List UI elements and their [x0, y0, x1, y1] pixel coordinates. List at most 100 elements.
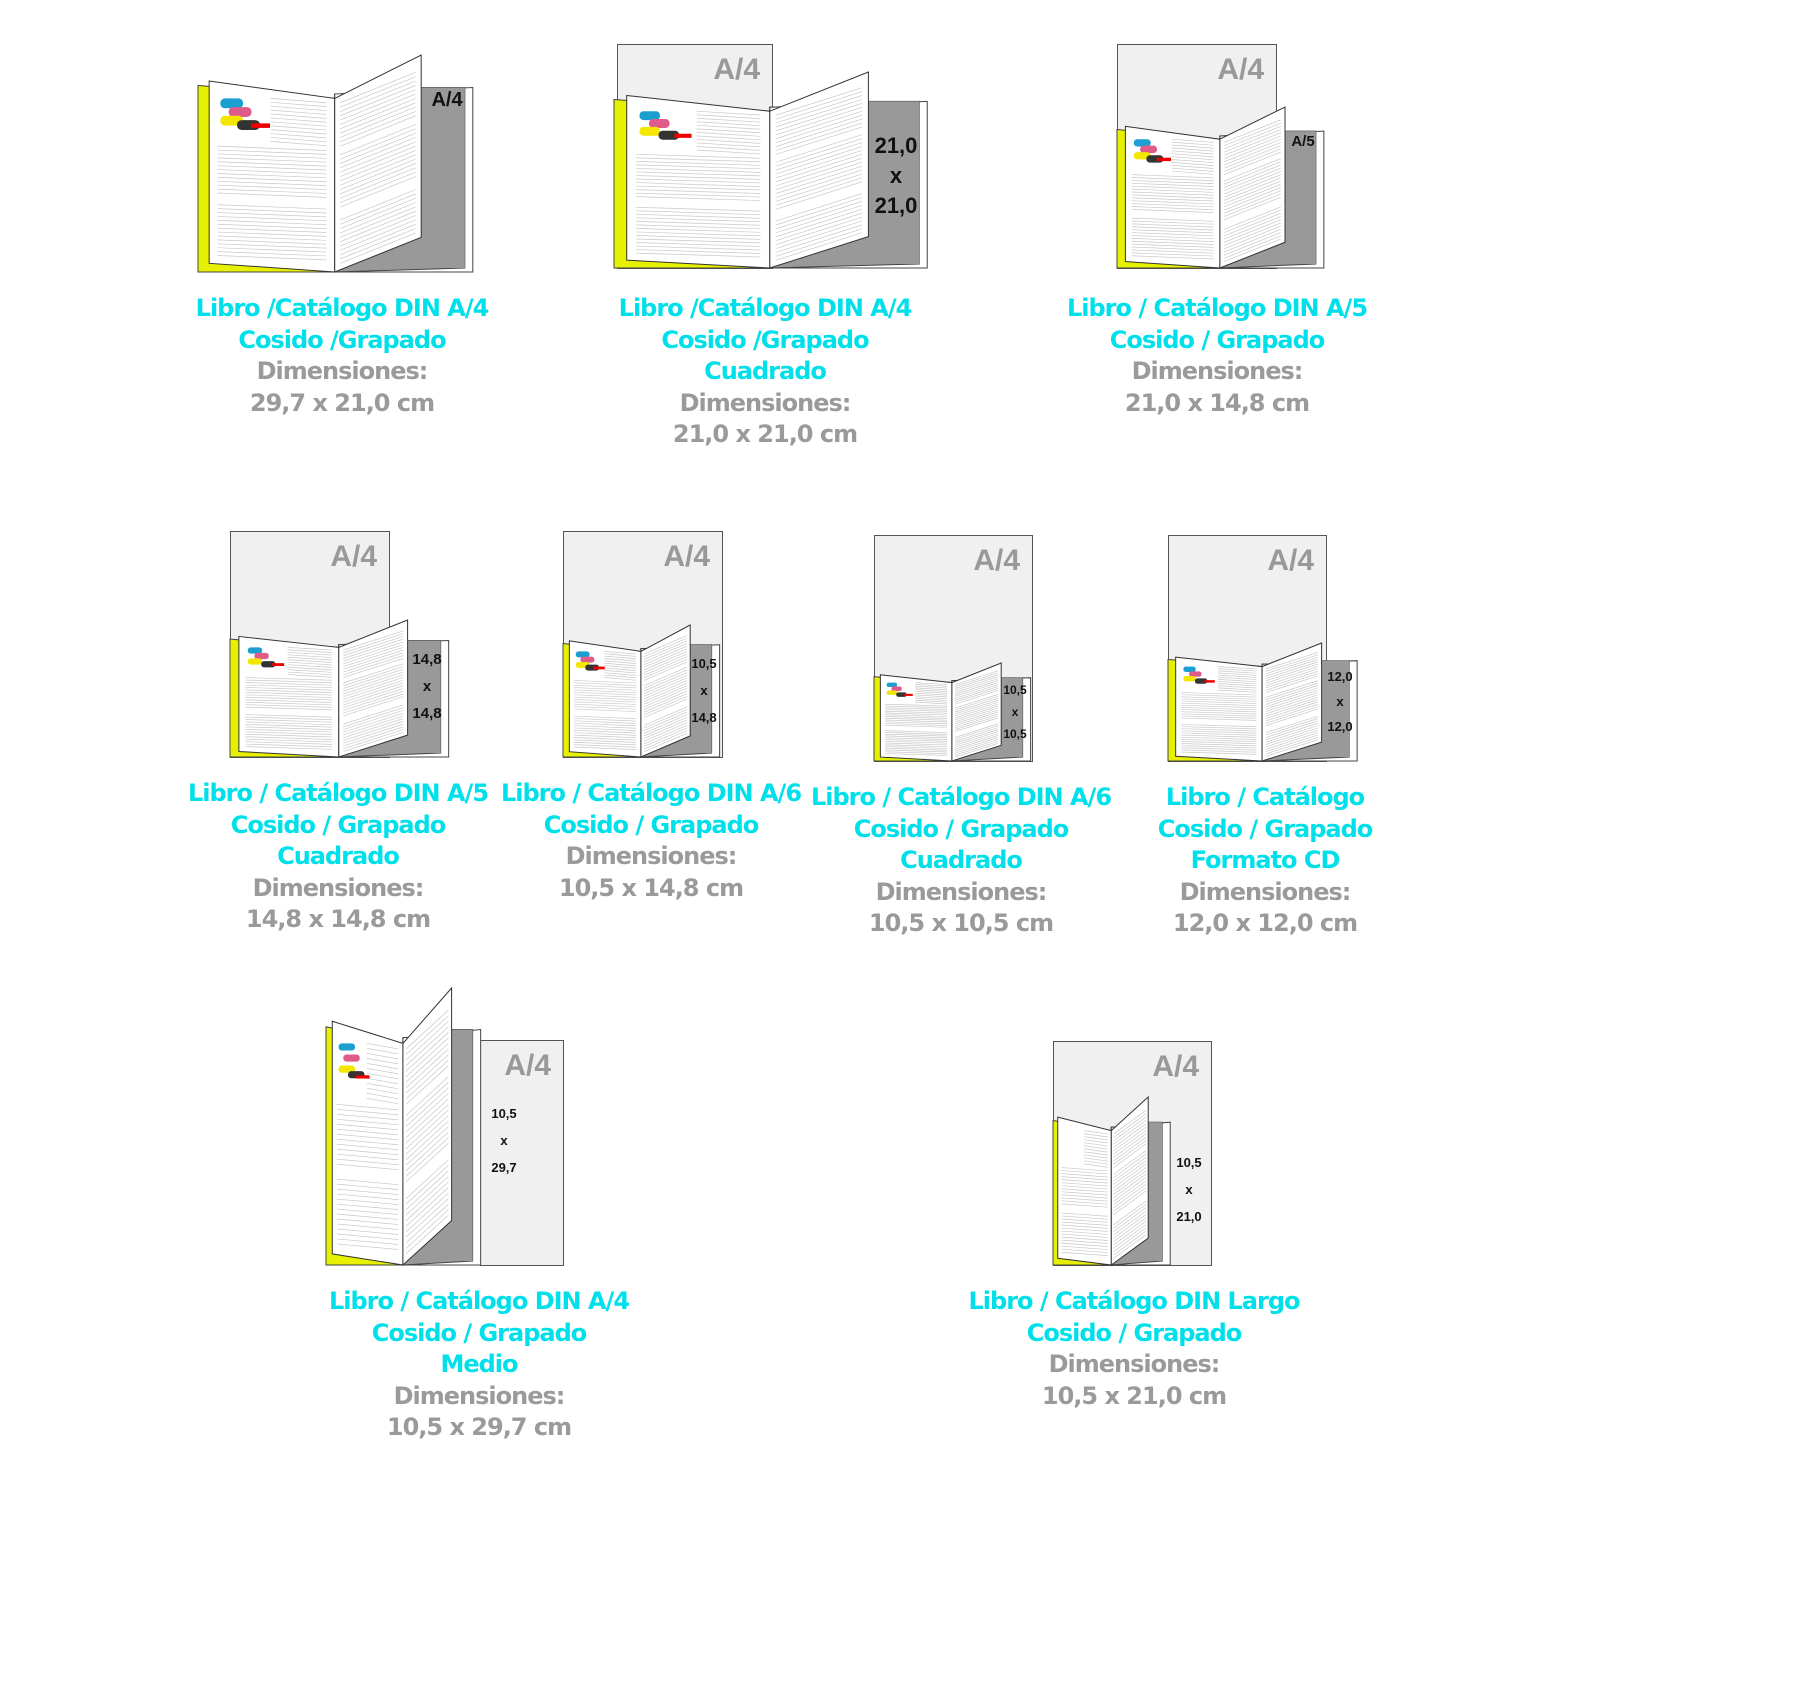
text-line — [405, 1120, 449, 1160]
product-title-line: Cosido / Grapado — [853, 814, 1070, 843]
logo-stripe — [355, 1075, 370, 1079]
text-line — [954, 729, 999, 744]
text-line — [696, 142, 761, 148]
back-cover-panel — [451, 1029, 473, 1261]
text-line — [340, 167, 416, 199]
text-line — [954, 707, 999, 723]
text-line — [1181, 747, 1257, 751]
back-cover-panel — [407, 640, 441, 753]
sheet-size-label: A/4 — [713, 53, 760, 86]
text-line — [1181, 732, 1257, 736]
dimensions-label: Dimensiones: — [256, 357, 429, 385]
text-line — [1265, 706, 1318, 724]
text-line — [643, 722, 688, 742]
text-line — [1131, 194, 1214, 199]
text-line — [1131, 180, 1214, 184]
text-line — [1113, 1113, 1147, 1138]
text-line — [1061, 1203, 1108, 1208]
text-line — [574, 706, 637, 710]
logo-roll — [1133, 139, 1151, 147]
text-line — [1181, 736, 1257, 740]
text-line — [954, 733, 999, 748]
text-line — [915, 699, 948, 703]
text-line — [340, 154, 416, 186]
text-line — [954, 723, 999, 738]
product-title-line: Libro / Catálogo DIN Largo — [968, 1287, 1301, 1315]
text-line — [1217, 683, 1257, 687]
sheet-size-label: A/4 — [1267, 544, 1314, 577]
text-line — [336, 1188, 399, 1195]
text-line — [270, 101, 327, 107]
text-line — [405, 1165, 449, 1205]
text-line — [1061, 1167, 1108, 1172]
text-line — [1223, 229, 1281, 253]
text-line — [343, 729, 404, 750]
a4-sheet-background: A/4 — [480, 1040, 564, 1266]
text-line — [574, 689, 637, 693]
page-size-text: x — [1185, 1182, 1193, 1197]
text-line — [343, 723, 404, 744]
text-line — [1181, 709, 1257, 713]
text-line — [1265, 661, 1318, 679]
text-line — [885, 744, 948, 748]
text-line — [643, 640, 688, 660]
text-line — [245, 701, 333, 706]
text-line — [343, 633, 404, 654]
text-line — [696, 139, 761, 144]
text-line — [636, 182, 761, 187]
text-line — [885, 707, 948, 710]
text-line — [270, 137, 327, 143]
text-line — [343, 721, 404, 741]
back-cover-panel — [868, 101, 920, 265]
page-size-text: 12,0 — [1327, 669, 1353, 684]
text-line — [217, 165, 327, 171]
text-line — [1113, 1227, 1147, 1252]
text-line — [217, 239, 327, 245]
text-line — [336, 1203, 399, 1210]
logo-icon — [886, 682, 913, 697]
text-line — [245, 699, 333, 703]
text-line — [343, 696, 404, 717]
text-line — [343, 718, 404, 739]
text-line — [1181, 692, 1257, 696]
text-line — [1223, 135, 1281, 159]
text-line — [1131, 191, 1214, 196]
text-line — [343, 671, 404, 692]
text-line — [574, 744, 637, 748]
text-line — [287, 651, 333, 656]
text-line — [1265, 680, 1318, 698]
text-line — [604, 677, 637, 681]
text-line — [643, 714, 688, 734]
page-size-text: 14,8 — [412, 705, 442, 722]
sheet-size-label: A/4 — [973, 544, 1020, 577]
text-line — [776, 118, 863, 147]
text-line — [1181, 749, 1257, 753]
text-line — [636, 238, 761, 244]
dimensions-value: 21,0 x 21,0 cm — [672, 420, 858, 448]
text-line — [643, 685, 688, 705]
text-line — [954, 713, 999, 729]
product-title-line: Libro / Catálogo DIN A/5 — [1066, 294, 1368, 322]
text-line — [1131, 226, 1214, 231]
text-line — [776, 224, 863, 253]
text-line — [217, 247, 327, 253]
page-size-text: x — [1336, 694, 1344, 709]
product-title-line: Cosido / Grapado — [371, 1318, 588, 1347]
text-line — [405, 1203, 449, 1244]
logo-roll — [639, 126, 661, 136]
text-line — [217, 208, 327, 214]
text-line — [1131, 220, 1214, 225]
text-line — [1223, 183, 1281, 208]
text-line — [776, 138, 863, 167]
text-line — [776, 142, 863, 171]
text-line — [217, 251, 327, 257]
text-line — [340, 80, 416, 112]
text-line — [343, 636, 404, 656]
text-line — [636, 175, 761, 180]
text-line — [1223, 177, 1281, 201]
text-line — [1131, 240, 1214, 245]
text-line — [1181, 743, 1257, 747]
